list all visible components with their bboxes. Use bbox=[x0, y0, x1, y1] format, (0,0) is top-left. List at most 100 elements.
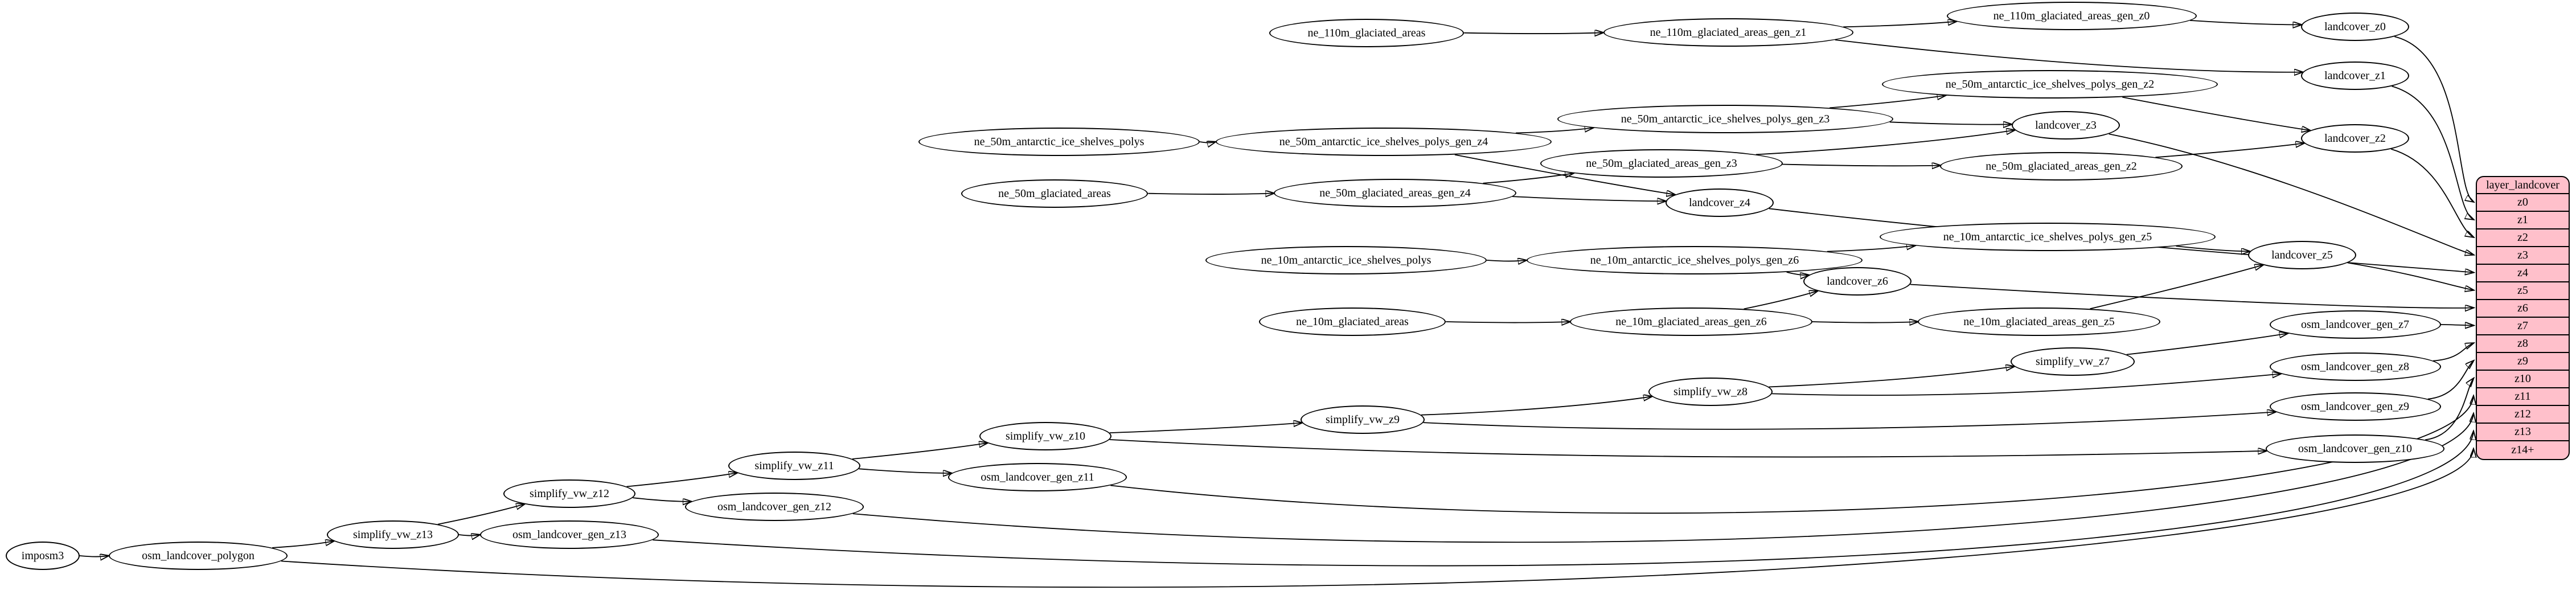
edge-ne_10m_antarctic_ice_shelves_polys-to-ne_10m_antarctic_ice_shelves_polys_gen_z6 bbox=[1487, 260, 1527, 261]
node-label: simplify_vw_z8 bbox=[1673, 385, 1748, 398]
node-ne-50m-antarctic-ice-shelves-polys-gen-z2: ne_50m_antarctic_ice_shelves_polys_gen_z… bbox=[1881, 70, 2218, 99]
edge-landcover_z5-to-row_z5 bbox=[2348, 262, 2474, 290]
node-label: osm_landcover_gen_z11 bbox=[981, 470, 1094, 483]
node-label: landcover_z2 bbox=[2324, 132, 2386, 145]
edge-simplify_vw_z11-to-simplify_vw_z10 bbox=[852, 443, 987, 460]
edge-simplify_vw_z9-to-simplify_vw_z8 bbox=[1421, 396, 1652, 416]
node-label: ne_10m_glaciated_areas bbox=[1296, 315, 1409, 328]
edge-landcover_z2-to-row_z2 bbox=[2391, 148, 2474, 237]
node-label: landcover_z6 bbox=[1827, 274, 1888, 288]
node-label: landcover_z1 bbox=[2324, 69, 2386, 82]
node-simplify-vw-z11: simplify_vw_z11 bbox=[728, 452, 860, 480]
node-label: landcover_z0 bbox=[2324, 20, 2386, 33]
edge-simplify_vw_z7-to-osm_landcover_gen_z7 bbox=[2126, 334, 2288, 355]
node-osm-landcover-gen-z10: osm_landcover_gen_z10 bbox=[2265, 434, 2445, 463]
node-label: osm_landcover_polygon bbox=[142, 549, 255, 562]
node-ne-110m-glaciated-areas-gen-z1: ne_110m_glaciated_areas_gen_z1 bbox=[1603, 18, 1853, 47]
node-landcover-z0: landcover_z0 bbox=[2300, 13, 2410, 41]
edge-ne_50m_antarctic_ice_shelves_polys_gen_z4-to-landcover_z4 bbox=[1454, 154, 1675, 195]
edge-ne_10m_antarctic_ice_shelves_polys_gen_z6-to-ne_10m_antarctic_ice_shelves_polys_gen_z5 bbox=[1827, 245, 1915, 252]
node-ne-10m-antarctic-ice-shelves-polys: ne_10m_antarctic_ice_shelves_polys bbox=[1205, 246, 1487, 274]
record-row-z1: z1 bbox=[2477, 212, 2569, 229]
node-landcover-z4: landcover_z4 bbox=[1665, 188, 1774, 217]
node-label: landcover_z5 bbox=[2271, 248, 2333, 261]
node-label: ne_10m_antarctic_ice_shelves_polys_gen_z… bbox=[1590, 253, 1799, 266]
record-row-z5: z5 bbox=[2477, 282, 2569, 300]
node-osm-landcover-gen-z9: osm_landcover_gen_z9 bbox=[2269, 392, 2441, 421]
node-label: osm_landcover_gen_z9 bbox=[2301, 400, 2409, 413]
record-row-z11: z11 bbox=[2477, 388, 2569, 406]
node-ne-10m-glaciated-areas-gen-z6: ne_10m_glaciated_areas_gen_z6 bbox=[1570, 307, 1812, 336]
node-landcover-z6: landcover_z6 bbox=[1803, 267, 1912, 296]
node-simplify-vw-z10: simplify_vw_z10 bbox=[979, 422, 1111, 450]
record-row-z2: z2 bbox=[2477, 229, 2569, 247]
edge-ne_50m_glaciated_areas_gen_z2-to-landcover_z2 bbox=[2155, 143, 2304, 158]
node-ne-50m-glaciated-areas-gen-z4: ne_50m_glaciated_areas_gen_z4 bbox=[1274, 179, 1516, 207]
node-label: osm_landcover_gen_z10 bbox=[2298, 442, 2412, 455]
node-simplify-vw-z8: simplify_vw_z8 bbox=[1648, 378, 1773, 406]
edge-ne_110m_glaciated_areas-to-ne_110m_glaciated_areas_gen_z1 bbox=[1464, 32, 1603, 34]
edge-ne_50m_antarctic_ice_shelves_polys_gen_z2-to-landcover_z2 bbox=[2122, 96, 2310, 130]
edge-simplify_vw_z11-to-osm_landcover_gen_z11 bbox=[859, 468, 951, 473]
node-label: ne_10m_antarctic_ice_shelves_polys bbox=[1261, 253, 1431, 266]
record-row-z10: z10 bbox=[2477, 371, 2569, 388]
node-ne-10m-antarctic-ice-shelves-polys-gen-z5: ne_10m_antarctic_ice_shelves_polys_gen_z… bbox=[1879, 223, 2216, 251]
record-row-z4: z4 bbox=[2477, 265, 2569, 282]
node-label: simplify_vw_z7 bbox=[2035, 355, 2110, 368]
edge-ne_50m_antarctic_ice_shelves_polys_gen_z3-to-ne_50m_antarctic_ice_shelves_polys_gen_z2 bbox=[1830, 96, 1946, 109]
node-label: ne_50m_antarctic_ice_shelves_polys_gen_z… bbox=[1279, 135, 1488, 148]
node-osm-landcover-gen-z8: osm_landcover_gen_z8 bbox=[2269, 352, 2441, 381]
edge-ne_10m_glaciated_areas_gen_z5-to-landcover_z5 bbox=[2090, 265, 2263, 310]
node-osm-landcover-gen-z11: osm_landcover_gen_z11 bbox=[947, 463, 1127, 491]
edge-ne_50m_glaciated_areas-to-ne_50m_glaciated_areas_gen_z4 bbox=[1148, 193, 1274, 194]
node-label: simplify_vw_z11 bbox=[754, 459, 834, 472]
edge-ne_50m_glaciated_areas_gen_z3-to-ne_50m_glaciated_areas_gen_z2 bbox=[1782, 165, 1941, 166]
record-header: layer_landcover bbox=[2477, 177, 2569, 194]
edge-ne_10m_glaciated_areas-to-ne_10m_glaciated_areas_gen_z6 bbox=[1446, 322, 1570, 323]
edge-simplify_vw_z12-to-osm_landcover_gen_z12 bbox=[633, 497, 691, 502]
node-label: ne_50m_glaciated_areas_gen_z3 bbox=[1586, 157, 1737, 170]
node-ne-110m-glaciated-areas: ne_110m_glaciated_areas bbox=[1269, 19, 1465, 47]
node-label: osm_landcover_gen_z12 bbox=[717, 500, 831, 513]
edge-ne_50m_antarctic_ice_shelves_polys-to-ne_50m_antarctic_ice_shelves_polys_gen_z4 bbox=[1199, 142, 1216, 143]
edge-simplify_vw_z8-to-simplify_vw_z7 bbox=[1769, 367, 2015, 388]
node-ne-110m-glaciated-areas-gen-z0: ne_110m_glaciated_areas_gen_z0 bbox=[1946, 2, 2197, 30]
node-ne-10m-glaciated-areas-gen-z5: ne_10m_glaciated_areas_gen_z5 bbox=[1918, 307, 2160, 336]
node-label: simplify_vw_z12 bbox=[530, 487, 609, 500]
node-label: ne_50m_antarctic_ice_shelves_polys bbox=[974, 135, 1145, 148]
node-label: simplify_vw_z13 bbox=[353, 528, 433, 541]
node-label: imposm3 bbox=[21, 549, 64, 562]
edge-simplify_vw_z13-to-osm_landcover_gen_z13 bbox=[458, 535, 480, 536]
node-label: ne_50m_glaciated_areas_gen_z4 bbox=[1319, 186, 1471, 199]
edge-simplify_vw_z13-to-simplify_vw_z12 bbox=[437, 504, 524, 525]
edge-simplify_vw_z10-to-simplify_vw_z9 bbox=[1109, 423, 1302, 433]
edge-simplify_vw_z12-to-simplify_vw_z11 bbox=[626, 473, 737, 487]
node-ne-50m-glaciated-areas: ne_50m_glaciated_areas bbox=[961, 179, 1148, 208]
node-landcover-z5: landcover_z5 bbox=[2247, 241, 2357, 269]
edge-ne_10m_antarctic_ice_shelves_polys_gen_z5-to-landcover_z5 bbox=[2176, 245, 2250, 251]
edge-ne_110m_glaciated_areas_gen_z1-to-ne_110m_glaciated_areas_gen_z0 bbox=[1843, 22, 1956, 28]
record-row-z6: z6 bbox=[2477, 300, 2569, 318]
node-ne-50m-antarctic-ice-shelves-polys-gen-z4: ne_50m_antarctic_ice_shelves_polys_gen_z… bbox=[1215, 128, 1552, 156]
node-label: landcover_z4 bbox=[1689, 196, 1750, 209]
node-label: osm_landcover_gen_z8 bbox=[2301, 360, 2409, 373]
node-landcover-z2: landcover_z2 bbox=[2300, 124, 2410, 153]
node-ne-50m-glaciated-areas-gen-z2: ne_50m_glaciated_areas_gen_z2 bbox=[1940, 152, 2183, 181]
record-row-z8: z8 bbox=[2477, 335, 2569, 353]
node-label: ne_110m_glaciated_areas_gen_z0 bbox=[1993, 9, 2150, 22]
edge-simplify_vw_z8-to-osm_landcover_gen_z8 bbox=[1772, 374, 2281, 396]
node-label: ne_50m_antarctic_ice_shelves_polys_gen_z… bbox=[1621, 112, 1830, 125]
edge-ne_50m_antarctic_ice_shelves_polys_gen_z4-to-ne_50m_antarctic_ice_shelves_polys_gen_z3 bbox=[1516, 128, 1593, 134]
record-row-z3: z3 bbox=[2477, 247, 2569, 265]
edge-ne_50m_glaciated_areas_gen_z4-to-landcover_z4 bbox=[1512, 196, 1666, 201]
node-label: ne_50m_glaciated_areas_gen_z2 bbox=[1986, 159, 2137, 173]
node-landcover-z1: landcover_z1 bbox=[2300, 61, 2410, 90]
edge-ne_50m_antarctic_ice_shelves_polys_gen_z3-to-landcover_z3 bbox=[1889, 122, 2012, 124]
node-label: ne_50m_glaciated_areas bbox=[998, 187, 1111, 200]
node-ne-50m-glaciated-areas-gen-z3: ne_50m_glaciated_areas_gen_z3 bbox=[1540, 149, 1783, 178]
node-ne-50m-antarctic-ice-shelves-polys: ne_50m_antarctic_ice_shelves_polys bbox=[918, 128, 1200, 156]
node-imposm3: imposm3 bbox=[6, 542, 80, 570]
